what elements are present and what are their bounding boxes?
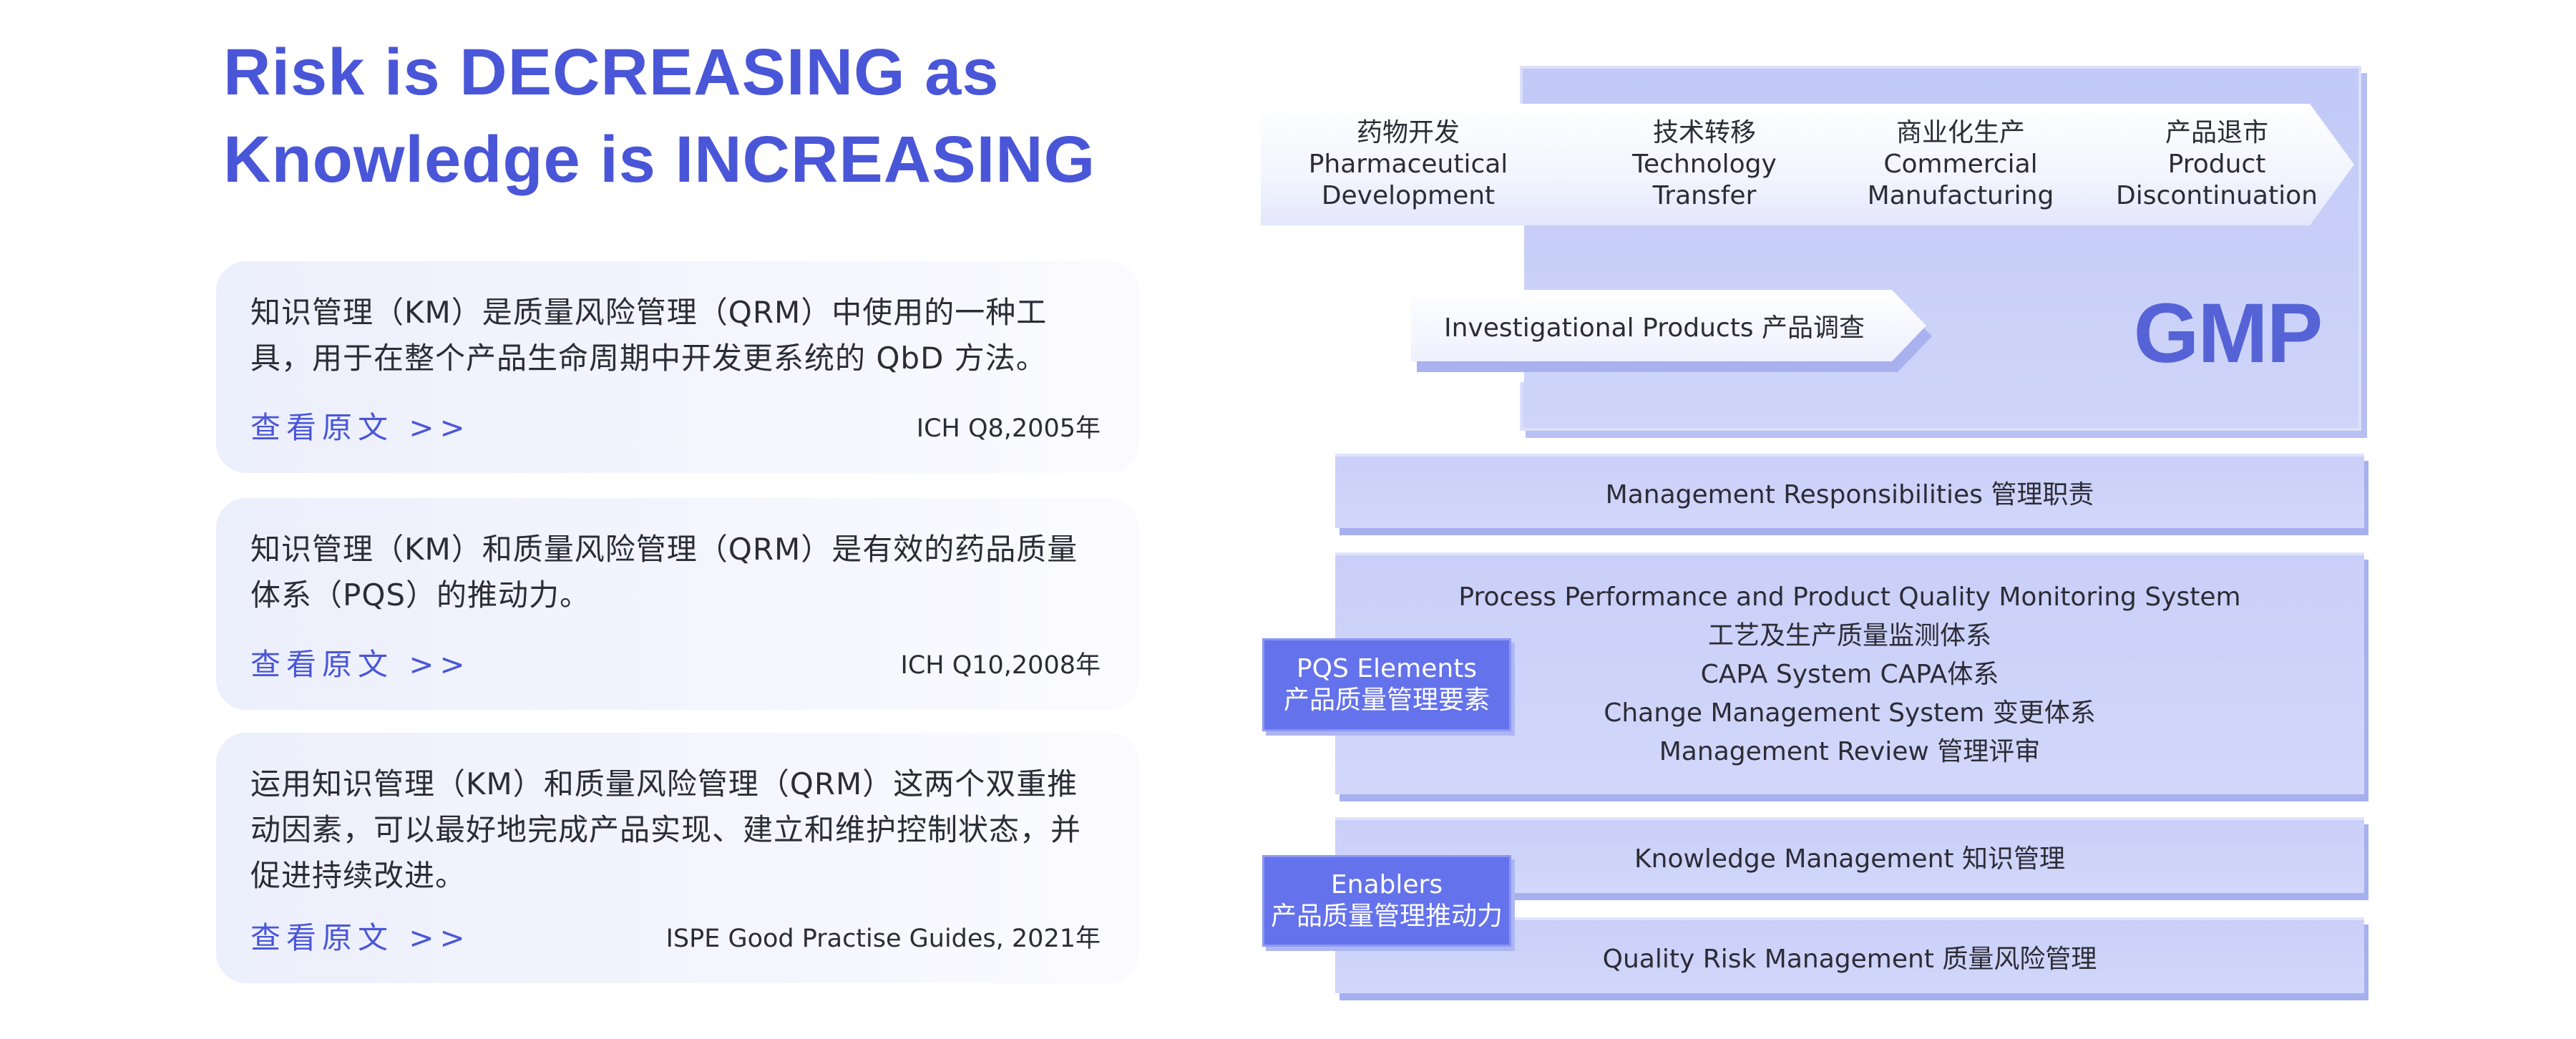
lifecycle-stage-pharmaceutical-development: 药物开发 Pharmaceutical Development (1261, 104, 1584, 225)
lifecycle-stage-commercial-manufacturing: 商业化生产 Commercial Manufacturing (1795, 104, 2098, 225)
stage-en-1: Product (2167, 150, 2266, 179)
stage-en-2: Development (1321, 181, 1496, 210)
quote-text: 知识管理（KM）和质量风险管理（QRM）是有效的药品质量体系（PQS）的推动力。 (250, 532, 1078, 613)
quote-source: ISPE Good Practise Guides, 2021年 (665, 925, 1101, 953)
tag-en: Enablers (1330, 870, 1443, 899)
pqs-elements-block: Process Performance and Product Quality … (1335, 552, 2364, 794)
stage-en-2: Manufacturing (1867, 181, 2054, 210)
stage-en-1: Commercial (1883, 150, 2038, 179)
stage-cn: 商业化生产 (1896, 118, 2025, 147)
investigational-products-arrow: Investigational Products 产品调查 (1411, 290, 1926, 361)
stage-cn: 技术转移 (1652, 118, 1756, 147)
pqs-element-change-management: Change Management System 变更体系 (1604, 698, 2096, 728)
stage-en-2: Discontinuation (2116, 181, 2318, 210)
lifecycle-stage-technology-transfer: 技术转移 Technology Transfer (1538, 104, 1842, 225)
stage-cn: 产品退市 (2165, 118, 2268, 147)
lifecycle-stage-product-discontinuation: 产品退市 Product Discontinuation (2051, 104, 2354, 225)
pqs-elements-tag: PQS Elements 产品质量管理要素 (1262, 638, 1511, 731)
enablers-tag: Enablers 产品质量管理推动力 (1262, 855, 1511, 947)
headline: Risk is DECREASING as Knowledge is INCRE… (223, 29, 1153, 203)
view-original-link[interactable]: 查看原文 >> (250, 920, 471, 955)
quote-source: ICH Q8,2005年 (916, 414, 1101, 443)
stage-cn: 药物开发 (1356, 118, 1460, 147)
headline-line-1: Risk is DECREASING as (223, 36, 1000, 109)
quote-card-ich-q10: 知识管理（KM）和质量风险管理（QRM）是有效的药品质量体系（PQS）的推动力。… (216, 498, 1139, 710)
pqs-element-management-review: Management Review 管理评审 (1659, 737, 2041, 766)
management-responsibilities-bar: Management Responsibilities 管理职责 (1335, 454, 2364, 528)
quote-card-ich-q8: 知识管理（KM）是质量风险管理（QRM）中使用的一种工具，用于在整个产品生命周期… (216, 261, 1139, 473)
pqs-element-capa: CAPA System CAPA体系 (1700, 660, 1999, 689)
stage-en-1: Technology (1632, 150, 1777, 179)
tag-en: PQS Elements (1296, 654, 1478, 683)
quality-risk-management-bar: Quality Risk Management 质量风险管理 (1335, 917, 2364, 993)
gmp-label: GMP (2133, 286, 2323, 381)
view-original-link[interactable]: 查看原文 >> (250, 647, 471, 682)
headline-line-2: Knowledge is INCREASING (223, 123, 1096, 196)
stage-en-1: Pharmaceutical (1308, 150, 1508, 179)
quote-source: ICH Q10,2008年 (900, 651, 1101, 680)
quote-text: 知识管理（KM）是质量风险管理（QRM）中使用的一种工具，用于在整个产品生命周期… (250, 295, 1048, 376)
stage-en-2: Transfer (1652, 181, 1757, 210)
pqs-element-monitoring-en: Process Performance and Product Quality … (1458, 582, 2241, 612)
view-original-link[interactable]: 查看原文 >> (250, 410, 471, 445)
pqs-element-monitoring-cn: 工艺及生产质量监测体系 (1707, 621, 1991, 650)
tag-cn: 产品质量管理要素 (1283, 686, 1490, 715)
quote-card-ispe: 运用知识管理（KM）和质量风险管理（QRM）这两个双重推动因素，可以最好地完成产… (216, 733, 1139, 983)
quote-text: 运用知识管理（KM）和质量风险管理（QRM）这两个双重推动因素，可以最好地完成产… (250, 766, 1082, 893)
tag-cn: 产品质量管理推动力 (1270, 902, 1503, 931)
